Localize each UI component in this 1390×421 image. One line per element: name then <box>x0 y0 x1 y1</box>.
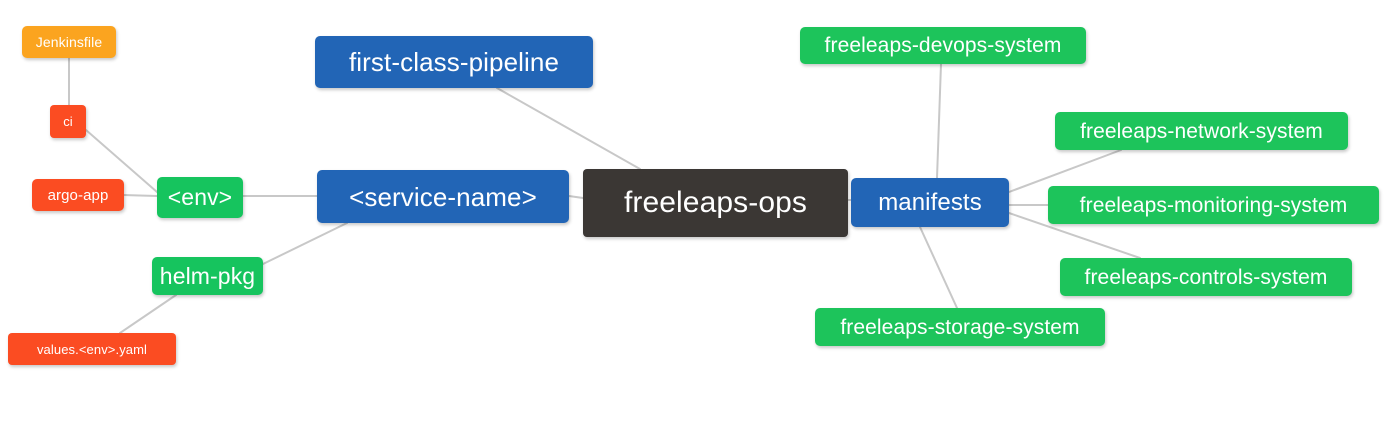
node-label: freeleaps-monitoring-system <box>1079 193 1348 217</box>
node-label: manifests <box>878 188 982 216</box>
node-network-system[interactable]: freeleaps-network-system <box>1055 112 1348 150</box>
node-env[interactable]: <env> <box>157 177 243 218</box>
edge-first-class-pipeline-to-freeleaps-ops <box>496 87 641 170</box>
node-devops-system[interactable]: freeleaps-devops-system <box>800 27 1086 64</box>
node-label: freeleaps-storage-system <box>840 315 1080 339</box>
edge-argo-app-to-env <box>123 194 158 197</box>
node-freeleaps-ops[interactable]: freeleaps-ops <box>583 169 848 237</box>
node-jenkinsfile[interactable]: Jenkinsfile <box>22 26 116 58</box>
node-label: <env> <box>167 184 233 210</box>
node-controls-system[interactable]: freeleaps-controls-system <box>1060 258 1352 296</box>
node-ci[interactable]: ci <box>50 105 86 138</box>
node-values-yaml[interactable]: values.<env>.yaml <box>8 333 176 365</box>
node-label: ci <box>63 114 73 129</box>
node-label: argo-app <box>47 186 109 204</box>
node-label: freeleaps-ops <box>623 186 808 219</box>
node-label: freeleaps-controls-system <box>1084 265 1328 289</box>
node-service-name[interactable]: <service-name> <box>317 170 569 223</box>
node-label: helm-pkg <box>159 262 256 289</box>
node-label: freeleaps-devops-system <box>824 34 1062 57</box>
node-helm-pkg[interactable]: helm-pkg <box>152 257 263 295</box>
node-argo-app[interactable]: argo-app <box>32 179 124 211</box>
edge-manifests-to-devops-system <box>936 63 942 179</box>
node-label: freeleaps-network-system <box>1080 119 1323 143</box>
edge-values-yaml-to-helm-pkg <box>119 294 177 334</box>
edge-service-name-to-freeleaps-ops <box>568 195 584 199</box>
node-manifests[interactable]: manifests <box>851 178 1009 227</box>
node-label: first-class-pipeline <box>348 47 560 77</box>
node-first-class-pipeline[interactable]: first-class-pipeline <box>315 36 593 88</box>
edge-manifests-to-storage-system <box>919 226 958 309</box>
node-storage-system[interactable]: freeleaps-storage-system <box>815 308 1105 346</box>
node-label: Jenkinsfile <box>35 34 103 50</box>
edge-helm-pkg-to-service-name <box>262 222 348 265</box>
node-label: values.<env>.yaml <box>36 341 148 357</box>
node-monitoring-system[interactable]: freeleaps-monitoring-system <box>1048 186 1379 224</box>
node-label: <service-name> <box>349 181 537 212</box>
